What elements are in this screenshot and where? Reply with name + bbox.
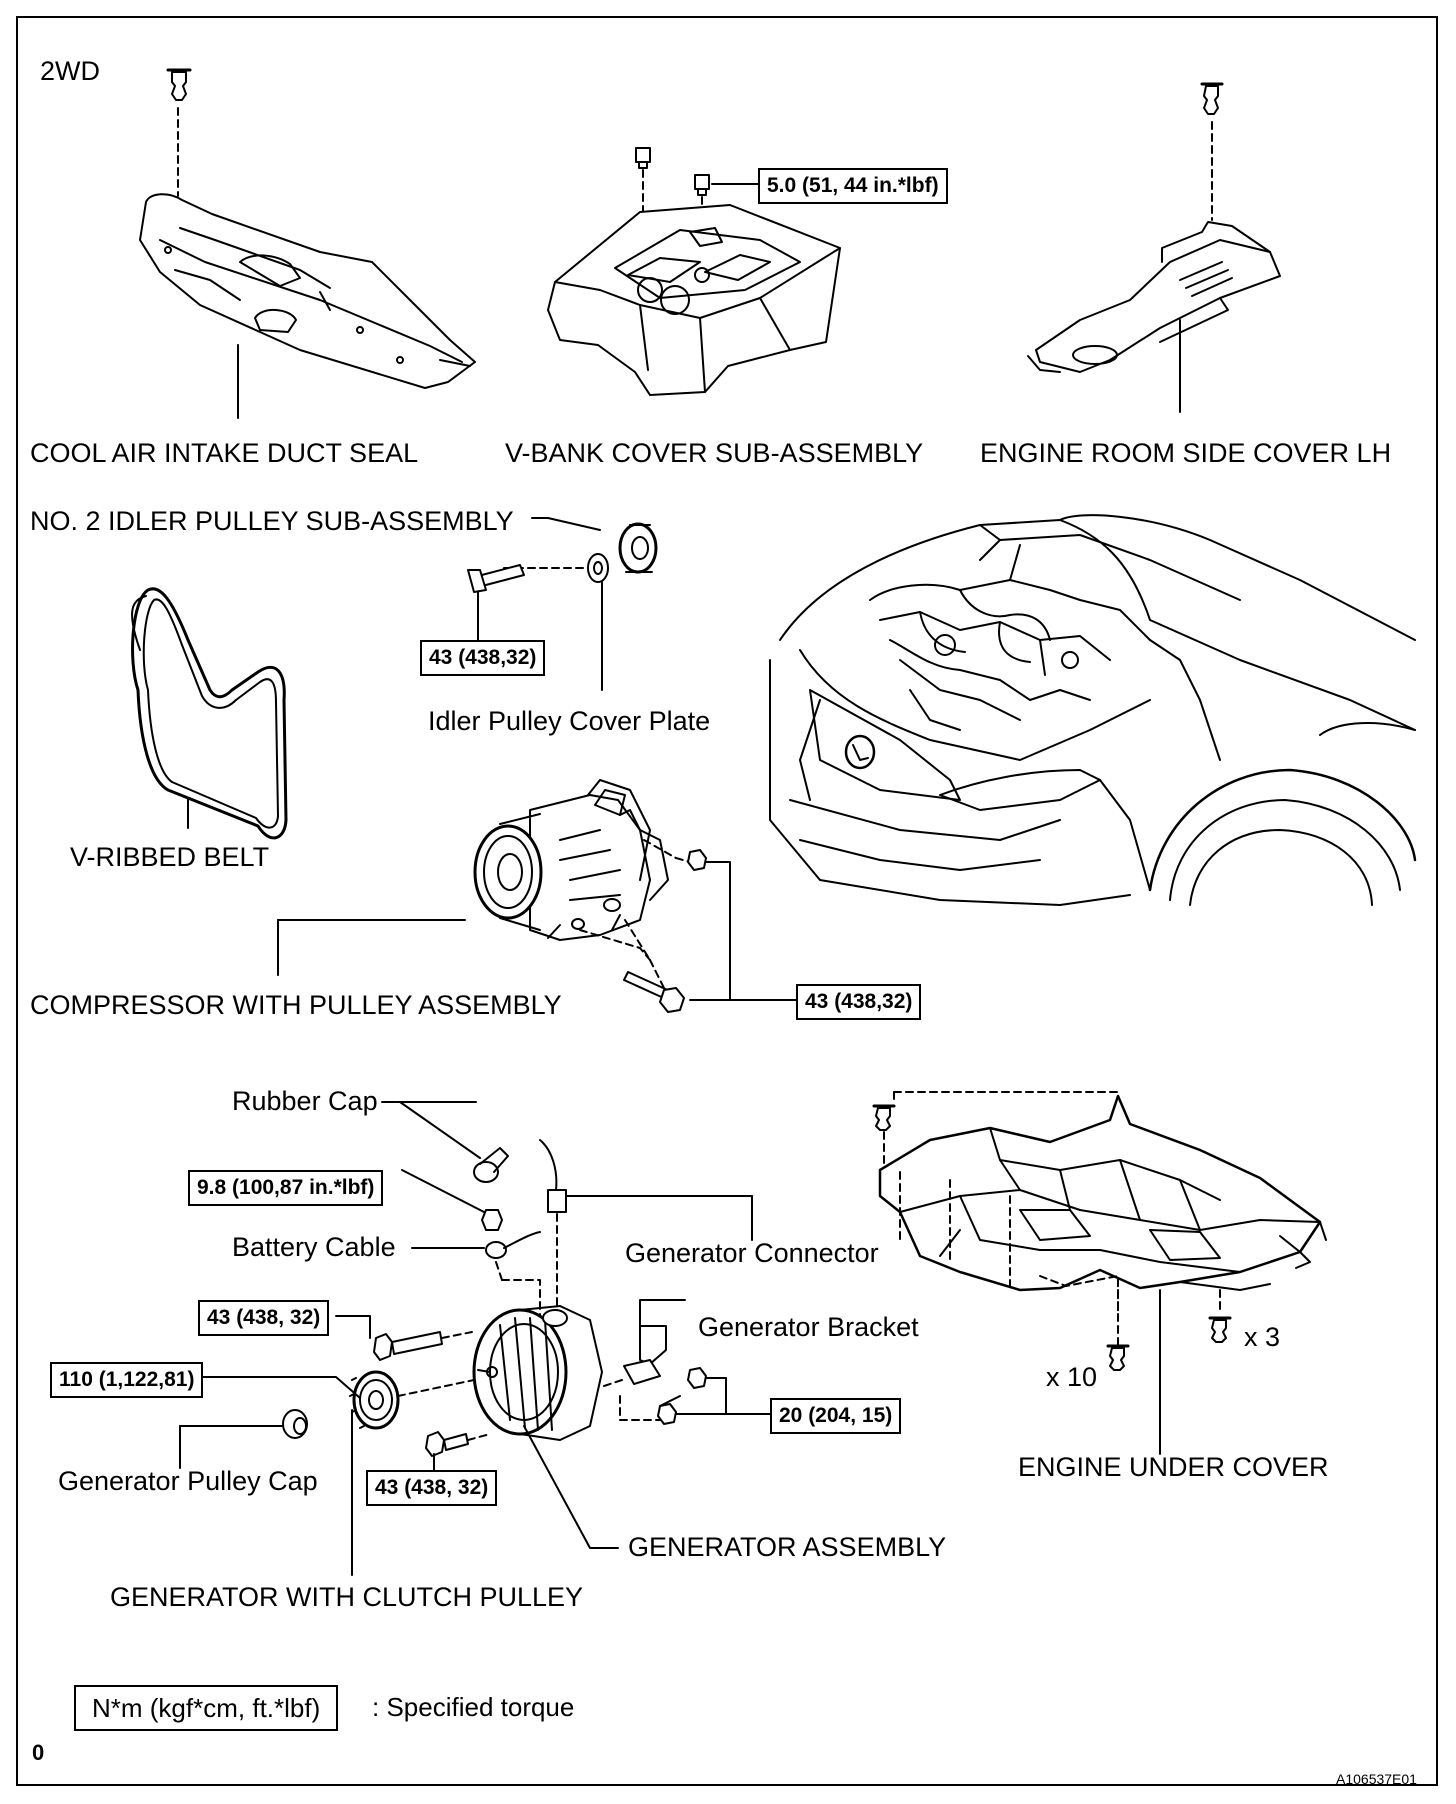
torque-generator-lower-bolt: 43 (438, 32) [366, 1470, 498, 1506]
label-engine-room-side-cover: ENGINE ROOM SIDE COVER LH [980, 438, 1392, 468]
engine-under-cover-drawing [872, 1091, 1327, 1455]
label-cool-air-intake-duct-seal: COOL AIR INTAKE DUCT SEAL [30, 438, 419, 468]
label-v-bank-cover: V-BANK COVER SUB-ASSEMBLY [505, 438, 924, 468]
label-generator-connector: Generator Connector [625, 1238, 879, 1268]
quantity-clips: x 3 [1244, 1322, 1281, 1352]
idler-pulley-drawing [467, 517, 658, 691]
label-rubber-cap: Rubber Cap [232, 1086, 378, 1116]
diagram-frame [16, 16, 1438, 1786]
label-idler-pulley: NO. 2 IDLER PULLEY SUB-ASSEMBLY [30, 506, 514, 536]
torque-bracket-bolts: 20 (204, 15) [770, 1398, 902, 1434]
torque-terminal-nut: 9.8 (100,87 in.*lbf) [188, 1170, 384, 1206]
label-compressor: COMPRESSOR WITH PULLEY ASSEMBLY [30, 990, 562, 1020]
quantity-screws: x 10 [1046, 1362, 1098, 1392]
figure-id: A106537E01 [1336, 1771, 1417, 1787]
vehicle-front-drawing [769, 514, 1417, 906]
label-generator-pulley-cap: Generator Pulley Cap [58, 1466, 318, 1496]
generator-drawing [179, 1101, 771, 1576]
torque-idler-bolt: 43 (438,32) [420, 640, 546, 676]
torque-compressor-bolts: 43 (438,32) [796, 984, 922, 1020]
label-generator-bracket: Generator Bracket [698, 1312, 919, 1342]
label-generator-clutch-pulley: GENERATOR WITH CLUTCH PULLEY [110, 1582, 584, 1612]
torque-clutch-pulley: 110 (1,122,81) [50, 1362, 204, 1398]
label-engine-under-cover: ENGINE UNDER COVER [1018, 1452, 1329, 1482]
label-v-ribbed-belt: V-RIBBED BELT [70, 842, 270, 872]
label-battery-cable: Battery Cable [232, 1232, 396, 1262]
label-generator-assembly: GENERATOR ASSEMBLY [628, 1532, 947, 1562]
variant-label: 2WD [40, 56, 100, 86]
v-bank-cover-drawing [547, 147, 841, 396]
engine-room-side-cover-drawing [1027, 82, 1281, 413]
v-ribbed-belt-drawing [131, 587, 288, 840]
compressor-drawing [277, 779, 797, 1013]
torque-v-bank-nut: 5.0 (51, 44 in.*lbf) [758, 168, 948, 204]
cool-air-intake-duct-seal-drawing [139, 68, 476, 419]
label-idler-cover-plate: Idler Pulley Cover Plate [428, 706, 711, 736]
legend-meaning: : Specified torque [372, 1692, 575, 1722]
page-marker: 0 [32, 1740, 45, 1765]
legend-unit-box: N*m (kgf*cm, ft.*lbf) [74, 1685, 339, 1731]
torque-generator-upper-bolt: 43 (438, 32) [198, 1300, 330, 1336]
